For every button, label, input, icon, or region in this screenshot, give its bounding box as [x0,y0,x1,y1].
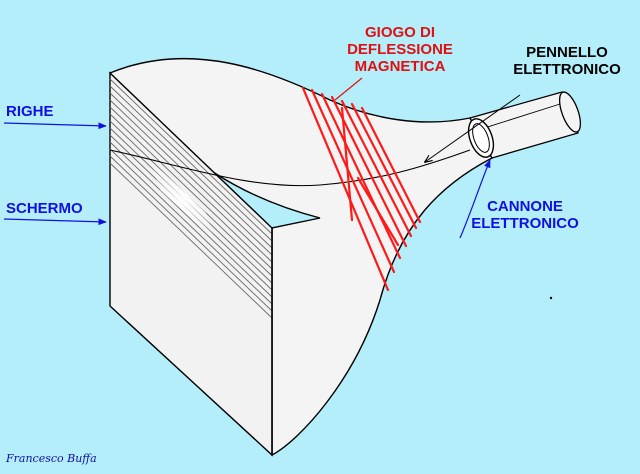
cannone-label: CANNONE ELETTRONICO [471,198,579,232]
pennello-label: PENNELLO ELETTRONICO [513,44,621,78]
righe-label: RIGHE [6,103,54,120]
schermo-arrow [3,218,107,226]
giogo-label: GIOGO DI DEFLESSIONE MAGNETICA [347,24,453,75]
electron-beam [425,94,521,162]
electron-gun [467,91,582,159]
righe-arrow [3,122,107,130]
author-credit: Francesco Buffa [6,452,97,465]
stray-dot [549,296,553,300]
screen-reflection [150,160,215,240]
deflection-yoke [301,86,422,292]
cannone-arrow [459,159,491,239]
envelope-seam [109,149,471,187]
giogo-arrow [334,77,363,101]
schermo-label: SCHERMO [6,200,83,217]
